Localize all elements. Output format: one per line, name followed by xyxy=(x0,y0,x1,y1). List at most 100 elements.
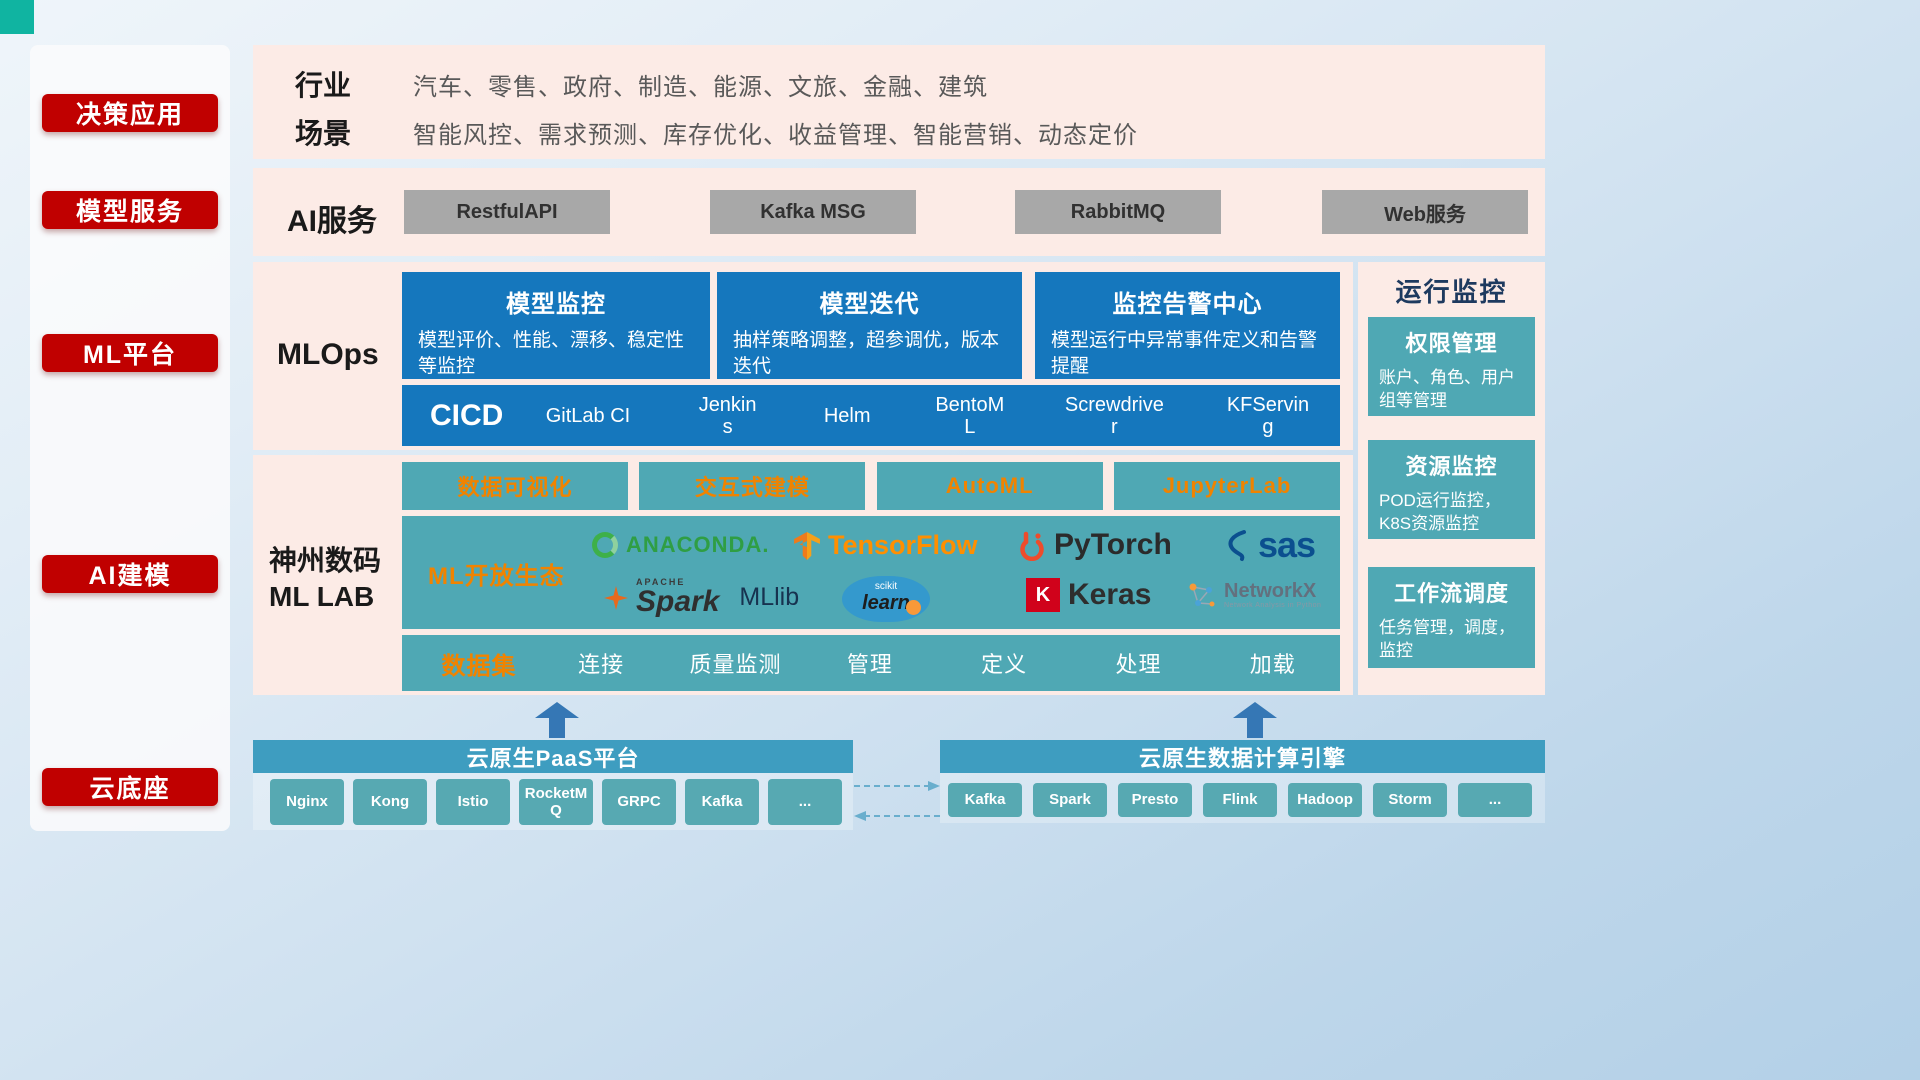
tensorflow-logo: TensorFlow xyxy=(794,530,978,561)
kafka-msg-button[interactable]: Kafka MSG xyxy=(710,190,916,234)
workflow-scheduling-desc: 任务管理，调度，监控 xyxy=(1379,618,1515,660)
chip-paas-more[interactable]: ... xyxy=(768,779,842,825)
workflow-scheduling-card: 工作流调度 任务管理，调度，监控 xyxy=(1368,567,1535,668)
mllib-label: MLlib xyxy=(739,583,800,611)
paas-platform-header: 云原生PaaS平台 xyxy=(253,740,853,773)
up-arrow-icon-left xyxy=(535,702,579,738)
automl-button[interactable]: AutoML xyxy=(876,462,1103,510)
chip-presto[interactable]: Presto xyxy=(1118,783,1192,817)
alert-center-card: 监控告警中心 模型运行中异常事件定义和告警提醒 xyxy=(1035,272,1340,379)
ml-ecosystem-block: ML开放生态 ANACONDA. TensorFlow PyTorch xyxy=(402,516,1340,629)
interactive-modeling-button[interactable]: 交互式建模 xyxy=(639,462,866,510)
workflow-scheduling-title: 工作流调度 xyxy=(1393,581,1509,606)
chip-engine-more[interactable]: ... xyxy=(1458,783,1532,817)
dataset-item-connect: 连接 xyxy=(578,652,625,677)
ml-lab-tools-row: 数据可视化 交互式建模 AutoML JupyterLab xyxy=(402,462,1340,510)
permission-mgmt-card: 权限管理 账户、角色、用户组等管理 xyxy=(1368,317,1535,416)
cicd-item-jenkins: Jenkins xyxy=(698,393,757,438)
sidebar-item-ml-platform[interactable]: ML平台 xyxy=(42,334,218,372)
chip-spark[interactable]: Spark xyxy=(1033,783,1107,817)
dataset-item-load: 加载 xyxy=(1249,652,1296,677)
chip-kafka-engine[interactable]: Kafka xyxy=(948,783,1022,817)
dataset-label: 数据集 xyxy=(441,652,517,680)
ai-service-panel: AI服务 RestfulAPI Kafka MSG RabbitMQ Web服务 xyxy=(253,168,1545,256)
industry-label: 行业 xyxy=(295,70,352,101)
cicd-items: GitLab CI Jenkins Helm BentoML Screwdriv… xyxy=(538,394,1312,438)
resource-monitoring-card: 资源监控 POD运行监控，K8S资源监控 xyxy=(1368,440,1535,539)
jupyterlab-button[interactable]: JupyterLab xyxy=(1113,462,1340,510)
anaconda-label: ANACONDA. xyxy=(626,532,770,557)
industry-text: 汽车、零售、政府、制造、能源、文旅、金融、建筑 xyxy=(413,74,988,101)
model-monitoring-title: 模型监控 xyxy=(506,291,606,318)
chip-storm[interactable]: Storm xyxy=(1373,783,1447,817)
networkx-tagline: Network Analysis in Python xyxy=(1224,602,1322,610)
cicd-item-helm: Helm xyxy=(823,404,871,427)
ai-service-label: AI服务 xyxy=(287,205,377,238)
cicd-label: CICD xyxy=(430,398,504,432)
up-arrow-icon-right xyxy=(1233,702,1277,738)
decision-apps-panel: 行业 汽车、零售、政府、制造、能源、文旅、金融、建筑 场景 智能风控、需求预测、… xyxy=(253,45,1545,159)
model-monitoring-card: 模型监控 模型评价、性能、漂移、稳定性等监控 xyxy=(402,272,710,379)
rabbitmq-button[interactable]: RabbitMQ xyxy=(1015,190,1221,234)
model-monitoring-desc: 模型评价、性能、漂移、稳定性等监控 xyxy=(418,330,685,377)
sas-icon xyxy=(1228,530,1246,561)
cicd-item-gitlab-ci: GitLab CI xyxy=(545,404,631,427)
ml-ecosystem-label: ML开放生态 xyxy=(428,563,565,590)
restful-api-button[interactable]: RestfulAPI xyxy=(404,190,610,234)
sidebar-item-decision-apps[interactable]: 决策应用 xyxy=(42,94,218,132)
runtime-monitoring-title: 运行监控 xyxy=(1395,277,1508,307)
sas-label: sas xyxy=(1258,524,1316,565)
tensorflow-icon xyxy=(794,531,820,560)
ml-lab-label: 神州数码 ML LAB xyxy=(269,543,399,616)
sidebar-item-ai-modeling[interactable]: AI建模 xyxy=(42,555,218,593)
cicd-item-bentoml: BentoML xyxy=(935,393,1005,438)
model-iteration-card: 模型迭代 抽样策略调整，超参调优，版本迭代 xyxy=(717,272,1022,379)
sidebar-item-model-service[interactable]: 模型服务 xyxy=(42,191,218,229)
chip-nginx[interactable]: Nginx xyxy=(270,779,344,825)
chip-kong[interactable]: Kong xyxy=(353,779,427,825)
dataset-item-define: 定义 xyxy=(981,652,1028,677)
scene-text: 智能风控、需求预测、库存优化、收益管理、智能营销、动态定价 xyxy=(413,122,1138,149)
spark-star-icon xyxy=(604,585,628,610)
chip-istio[interactable]: Istio xyxy=(436,779,510,825)
chip-rocketmq[interactable]: RocketMQ xyxy=(519,779,593,825)
resource-monitoring-title: 资源监控 xyxy=(1405,454,1498,479)
cicd-item-kfserving: KFServing xyxy=(1226,393,1310,438)
chip-flink[interactable]: Flink xyxy=(1203,783,1277,817)
sidebar: 决策应用 模型服务 ML平台 AI建模 云底座 xyxy=(30,45,230,831)
networkx-icon xyxy=(1189,583,1215,607)
dashed-arrow-icons xyxy=(854,781,940,821)
ml-lab-label-line2: ML LAB xyxy=(269,581,375,613)
alert-center-title: 监控告警中心 xyxy=(1112,291,1263,318)
corner-accent-square xyxy=(0,0,34,34)
model-iteration-title: 模型迭代 xyxy=(819,291,920,318)
pytorch-logo: PyTorch xyxy=(1018,528,1172,562)
keras-icon: K xyxy=(1026,578,1060,612)
ml-lab-panel: 神州数码 ML LAB 数据可视化 交互式建模 AutoML JupyterLa… xyxy=(253,455,1353,695)
data-visualization-button[interactable]: 数据可视化 xyxy=(402,462,628,510)
permission-mgmt-title: 权限管理 xyxy=(1405,331,1498,356)
dataset-items: 连接 质量监测 管理 定义 处理 加载 xyxy=(534,647,1340,679)
dataset-item-manage: 管理 xyxy=(846,652,893,677)
chip-hadoop[interactable]: Hadoop xyxy=(1288,783,1362,817)
keras-logo: K Keras xyxy=(1026,578,1151,612)
data-engine-header: 云原生数据计算引擎 xyxy=(940,740,1545,773)
mlops-label: MLOps xyxy=(277,338,379,371)
spark-mllib-logo: APACHE Spark MLlib xyxy=(604,578,799,617)
sas-logo: sas xyxy=(1224,524,1316,566)
ml-lab-label-line1: 神州数码 xyxy=(269,545,382,576)
chip-grpc[interactable]: GRPC xyxy=(602,779,676,825)
runtime-monitoring-panel: 运行监控 权限管理 账户、角色、用户组等管理 资源监控 POD运行监控，K8S资… xyxy=(1358,262,1545,695)
spark-apache-label: APACHE xyxy=(636,577,686,587)
spark-label: Spark xyxy=(636,585,720,618)
cicd-bar: CICD GitLab CI Jenkins Helm BentoML Scre… xyxy=(402,385,1340,446)
dataset-item-process: 处理 xyxy=(1115,652,1162,677)
alert-center-desc: 模型运行中异常事件定义和告警提醒 xyxy=(1051,330,1318,377)
sidebar-item-cloud-base[interactable]: 云底座 xyxy=(42,768,218,806)
chip-kafka-paas[interactable]: Kafka xyxy=(685,779,759,825)
dataset-bar: 数据集 连接 质量监测 管理 定义 处理 加载 xyxy=(402,635,1340,691)
web-service-button[interactable]: Web服务 xyxy=(1322,190,1528,234)
spark-wordmark: APACHE Spark xyxy=(636,578,719,617)
scikit-learn-icon: scikit learn xyxy=(842,576,930,622)
scikit-label: scikit xyxy=(874,581,898,592)
